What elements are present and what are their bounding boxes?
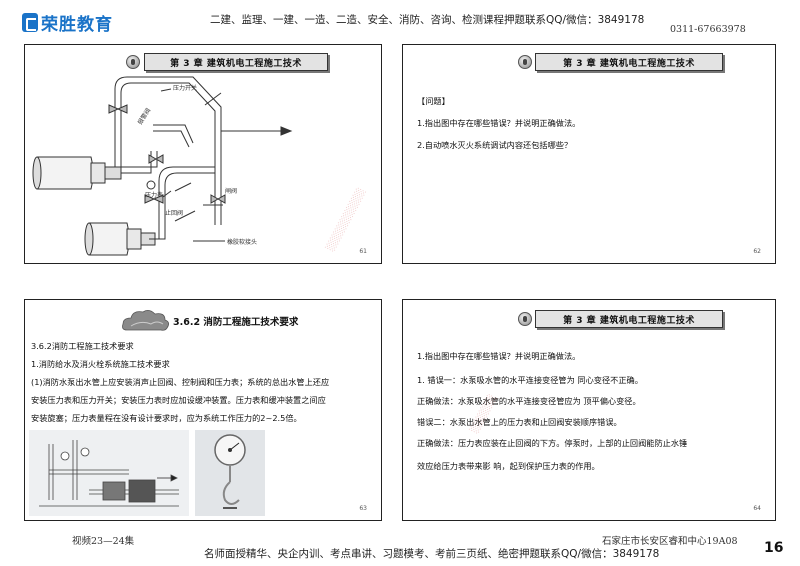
footer-video-range: 视频23—24集 bbox=[72, 536, 135, 547]
logo-text: 荣胜教育 bbox=[41, 14, 113, 35]
answer-line: 错误二：水泵出水管上的压力表和止回阀安装顺序错误。 bbox=[417, 417, 622, 427]
label-alarm-valve: 报警阀 bbox=[136, 107, 152, 127]
answer-line: 效应给压力表带来影 响，起到保护压力表的作用。 bbox=[417, 461, 600, 471]
text-line: 安装压力表和压力开关；安装压力表时应加设缓冲装置。压力表和缓冲装置之间应 bbox=[31, 395, 326, 405]
slide-title: 第 3 章 建筑机电工程施工技术 bbox=[535, 310, 723, 328]
label-flexible-joint: 橡胶软接头 bbox=[227, 238, 257, 246]
slide-page-number: 62 bbox=[753, 248, 761, 255]
header-ad-text: 二建、监理、一建、一造、二造、安全、消防、咨询、检测课程押题联系QQ/微信：38… bbox=[210, 14, 645, 26]
slide-63: 3.6.2 消防工程施工技术要求 3.6.2消防工程施工技术要求 1.消防给水及… bbox=[24, 299, 382, 521]
lightbulb-icon bbox=[126, 55, 140, 69]
text-line: 安装旋塞；压力表量程在没有设计要求时，应为系统工作压力的2~2.5倍。 bbox=[31, 413, 302, 423]
slide-64: 第 3 章 建筑机电工程施工技术 1.指出图中存在哪些错误？并说明正确做法。 1… bbox=[402, 299, 776, 521]
slide-title: 3.6.2 消防工程施工技术要求 bbox=[173, 317, 299, 328]
slide-title: 第 3 章 建筑机电工程施工技术 bbox=[144, 53, 328, 71]
slide-page-number: 64 bbox=[753, 505, 761, 512]
brand-logo: 荣胜教育 bbox=[22, 9, 113, 35]
label-pressure-gauge: 压力表 bbox=[145, 191, 163, 199]
answer-line: 正确做法：水泵吸水管的水平连接变径管应为 顶平偏心变径。 bbox=[417, 396, 641, 406]
pump-piping-diagram: 压力开关 报警阀 压力表 闸阀 止回阀 橡胶软接头 bbox=[32, 76, 293, 256]
header-phone: 0311-67663978 bbox=[670, 24, 746, 35]
text-line: 1.消防给水及消火栓系统施工技术要求 bbox=[31, 359, 170, 369]
slide-62: 第 3 章 建筑机电工程施工技术 【问题】 1.指出图中存在哪些错误？并说明正确… bbox=[402, 44, 776, 264]
footer-ad-text: 名师面授精华、央企内训、考点串讲、习题模考、考前三页纸、绝密押题联系QQ/微信：… bbox=[204, 548, 660, 560]
lightbulb-icon bbox=[518, 312, 532, 326]
answer-line: 1.指出图中存在哪些错误？并说明正确做法。 bbox=[417, 351, 581, 361]
pressure-gauge-photo bbox=[195, 430, 265, 516]
question-heading: 【问题】 bbox=[417, 96, 450, 106]
cloud-icon bbox=[122, 310, 169, 331]
footer-address: 石家庄市长安区睿和中心19A08 bbox=[602, 536, 738, 547]
label-pressure-switch: 压力开关 bbox=[173, 84, 197, 92]
document-page-number: 16 bbox=[764, 540, 784, 556]
logo-icon bbox=[22, 12, 38, 32]
answer-line: 1. 错误一：水泵吸水管的水平连接变径管为 同心变径不正确。 bbox=[417, 375, 643, 385]
lightbulb-icon bbox=[518, 55, 532, 69]
question-line: 1.指出图中存在哪些错误？并说明正确做法。 bbox=[417, 118, 581, 128]
slide-title: 第 3 章 建筑机电工程施工技术 bbox=[535, 53, 723, 71]
text-line: 3.6.2消防工程施工技术要求 bbox=[31, 341, 134, 351]
question-line: 2.自动喷水灭火系统调试内容还包括哪些？ bbox=[417, 140, 573, 150]
label-gate-valve: 闸阀 bbox=[225, 187, 237, 195]
slide-page-number: 63 bbox=[359, 505, 367, 512]
label-check-valve: 止回阀 bbox=[165, 209, 183, 217]
text-line: (1)消防水泵出水管上应安装消声止回阀、控制阀和压力表；系统的总出水管上还应 bbox=[31, 377, 330, 387]
answer-line: 正确做法：压力表应装在止回阀的下方。停泵时，上部的止回阀能防止水锤 bbox=[417, 438, 688, 448]
slide-page-number: 61 bbox=[359, 248, 367, 255]
pressure-gauge-installation-diagram bbox=[29, 430, 189, 516]
slide-61: 第 3 章 建筑机电工程施工技术 bbox=[24, 44, 382, 264]
